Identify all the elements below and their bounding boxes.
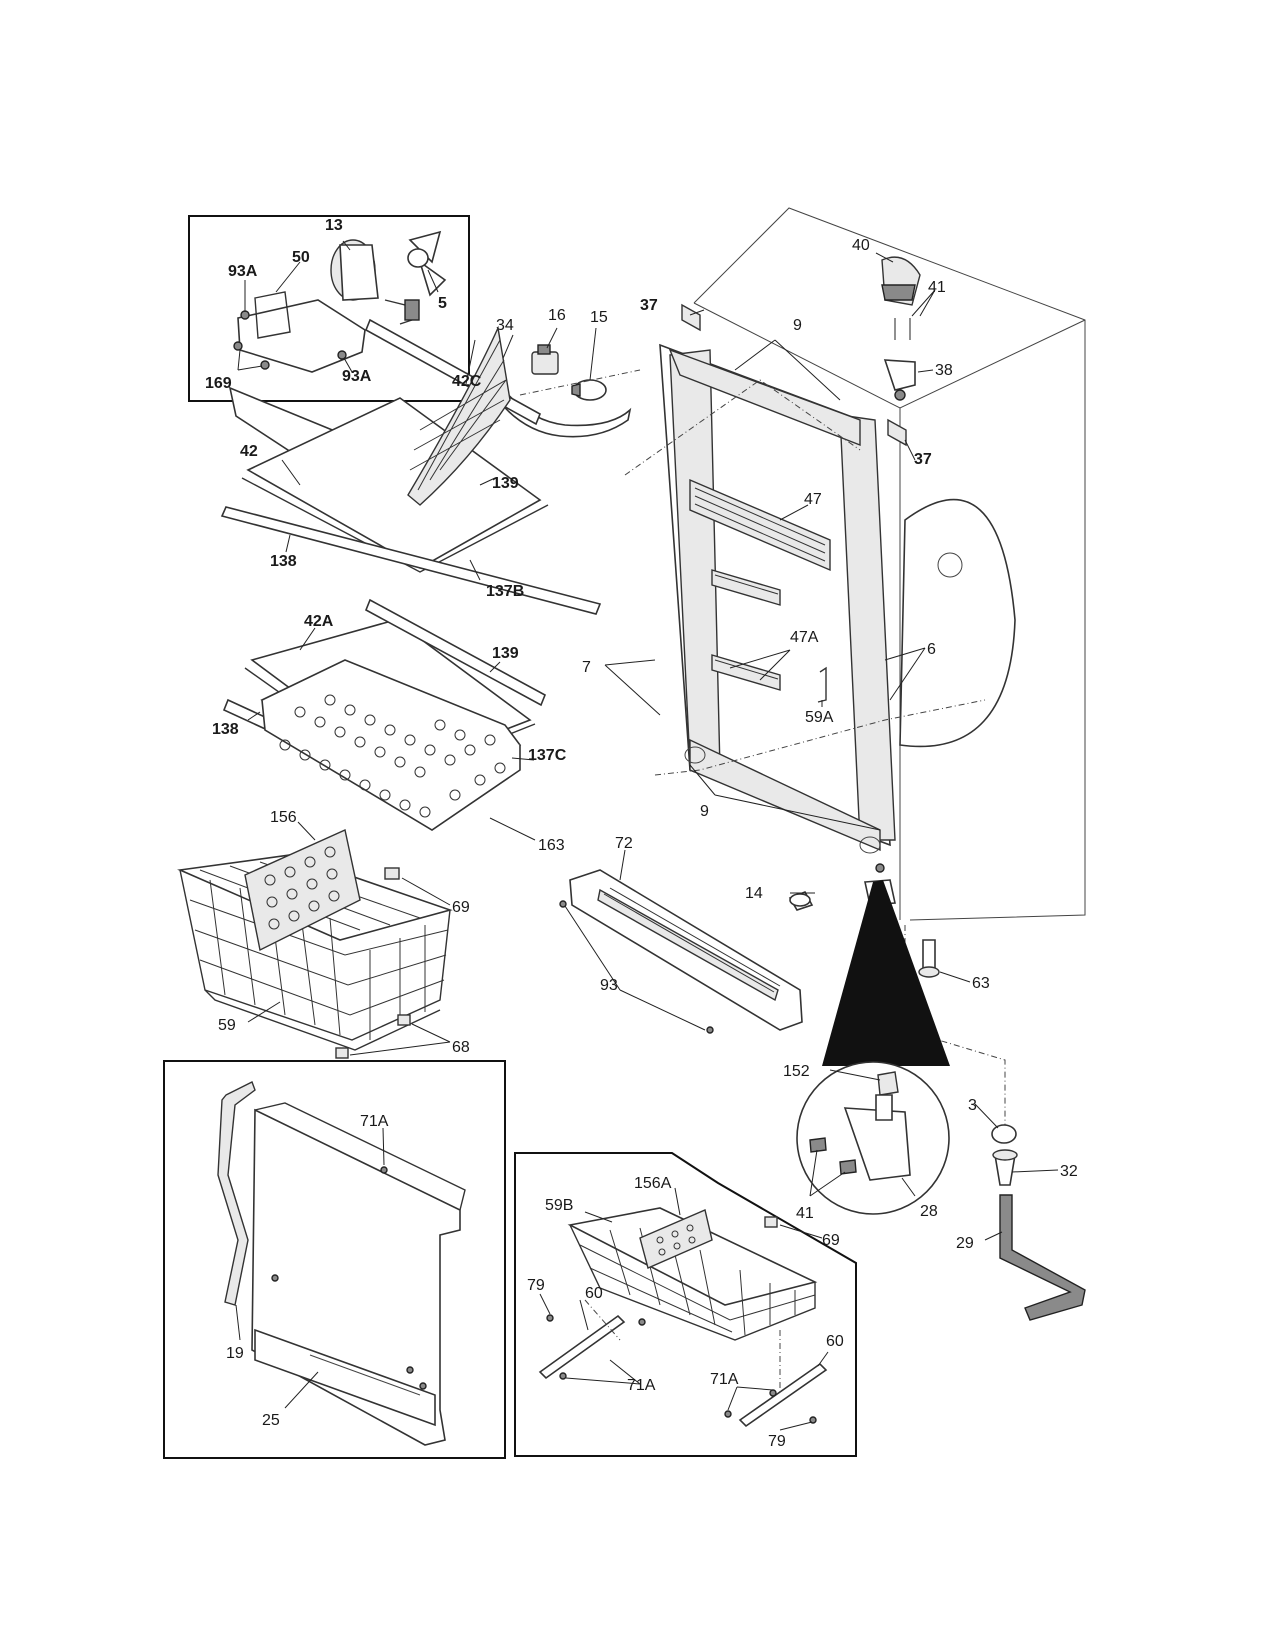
label-59: 59 <box>218 1017 236 1034</box>
label-156: 156 <box>270 809 297 826</box>
shelf-lower <box>222 598 547 841</box>
bottom-hinge-parts <box>788 863 971 1066</box>
label-79-right: 79 <box>768 1433 786 1450</box>
label-93A-top: 93A <box>228 263 258 280</box>
label-3: 3 <box>968 1097 977 1114</box>
label-9-top: 9 <box>793 317 802 334</box>
label-25: 25 <box>262 1412 280 1429</box>
drain-parts <box>974 1103 1086 1321</box>
label-59B: 59B <box>545 1197 573 1214</box>
label-6: 6 <box>927 641 936 658</box>
label-50: 50 <box>292 249 310 266</box>
wire-basket <box>177 821 453 1059</box>
label-137C: 137C <box>528 747 567 764</box>
basket-59B-inset <box>514 1152 857 1457</box>
label-40: 40 <box>852 237 870 254</box>
hinge-detail-circle <box>796 1061 950 1215</box>
label-68: 68 <box>452 1039 470 1056</box>
rear-panel-inset <box>163 1060 506 1459</box>
label-14: 14 <box>745 885 763 902</box>
label-59A: 59A <box>805 709 834 726</box>
label-93A-bottom: 93A <box>342 368 372 385</box>
label-63: 63 <box>972 975 990 992</box>
label-41-top: 41 <box>928 279 946 296</box>
label-169: 169 <box>205 375 232 392</box>
label-37-right: 37 <box>914 451 932 468</box>
label-163: 163 <box>538 837 565 854</box>
label-138-bottom: 138 <box>212 721 239 738</box>
label-29: 29 <box>956 1235 974 1252</box>
label-41-detail: 41 <box>796 1205 814 1222</box>
label-139-top: 139 <box>492 475 519 492</box>
cabinet <box>604 207 1086 1130</box>
label-152: 152 <box>783 1063 810 1080</box>
label-47: 47 <box>804 491 822 508</box>
kickplate <box>559 849 803 1034</box>
label-156A: 156A <box>634 1175 672 1192</box>
label-13: 13 <box>325 217 343 234</box>
label-42A: 42A <box>304 613 334 630</box>
label-79-left: 79 <box>527 1277 545 1294</box>
label-28: 28 <box>920 1203 938 1220</box>
label-16: 16 <box>548 307 566 324</box>
label-137B: 137B <box>486 583 524 600</box>
label-9-bottom: 9 <box>700 803 709 820</box>
label-139-bottom: 139 <box>492 645 519 662</box>
label-60-left: 60 <box>585 1285 603 1302</box>
label-19: 19 <box>226 1345 244 1362</box>
label-60-right: 60 <box>826 1333 844 1350</box>
label-38: 38 <box>935 362 953 379</box>
label-37-top: 37 <box>640 297 658 314</box>
label-71A-right: 71A <box>710 1371 739 1388</box>
label-15: 15 <box>590 309 608 326</box>
label-72: 72 <box>615 835 633 852</box>
label-69-basket: 69 <box>452 899 470 916</box>
label-69-inset: 69 <box>822 1232 840 1249</box>
label-34: 34 <box>496 317 514 334</box>
label-42: 42 <box>240 443 258 460</box>
label-71A-left: 71A <box>627 1377 656 1394</box>
label-138-top: 138 <box>270 553 297 570</box>
label-7: 7 <box>582 659 591 676</box>
tray-holes <box>279 694 506 818</box>
label-32: 32 <box>1060 1163 1078 1180</box>
shelf-upper <box>220 318 602 615</box>
label-47A: 47A <box>790 629 819 646</box>
label-93: 93 <box>600 977 618 994</box>
fan-motor-inset <box>188 215 470 402</box>
label-5: 5 <box>438 295 447 312</box>
label-71A-panel: 71A <box>360 1113 389 1130</box>
label-42C: 42C <box>452 373 482 390</box>
